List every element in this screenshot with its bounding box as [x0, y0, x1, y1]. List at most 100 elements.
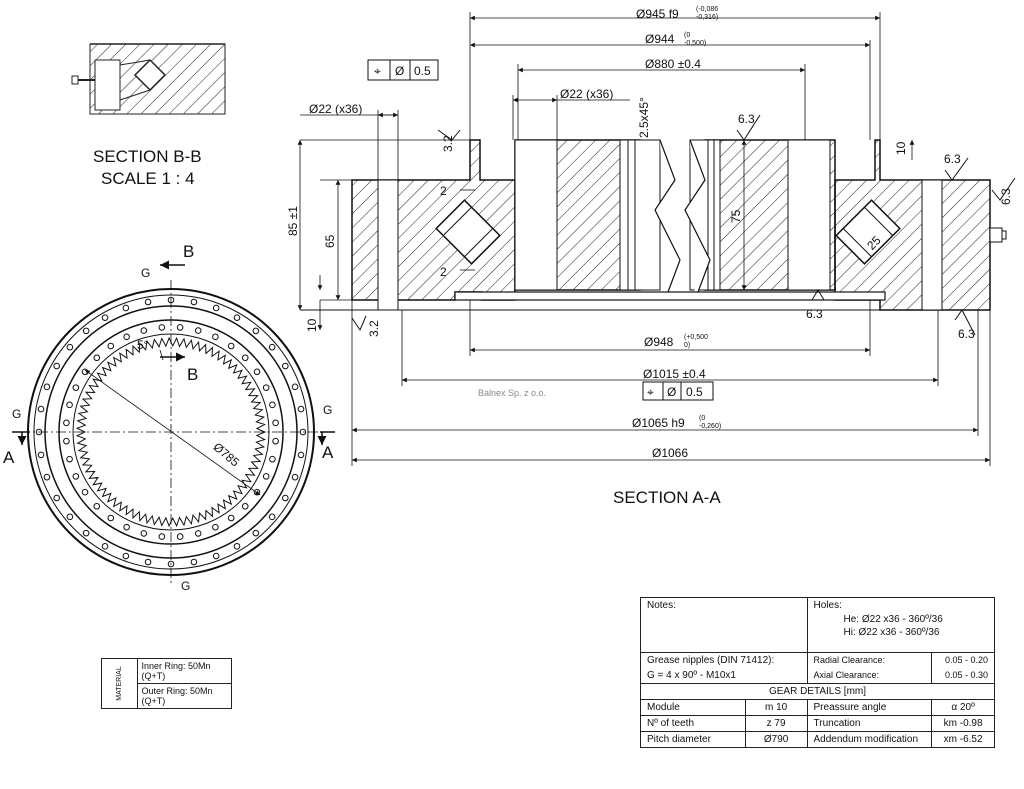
outer-hole: [252, 529, 260, 537]
outer-hole: [53, 362, 60, 370]
inner-hole: [107, 342, 115, 350]
gear-value-2: xm -6.52: [931, 731, 995, 748]
outer-hole: [291, 383, 299, 391]
dimension-lines: [297, 12, 991, 466]
outer-hole: [268, 513, 276, 521]
tol-bottom-value: 0.5: [686, 385, 703, 399]
dim-d1066: Ø1066: [652, 446, 688, 460]
outer-hole: [297, 405, 305, 413]
label-a-right: A: [322, 443, 334, 462]
gear-key-2: Truncation: [806, 715, 933, 732]
gear-value-1: m 10: [744, 699, 808, 716]
gear-teeth: [75, 336, 267, 528]
dim-d1065: Ø1065 h9: [632, 416, 685, 430]
outer-hole: [144, 558, 152, 566]
grease-label: Grease nipples (DIN 71412):: [640, 652, 808, 668]
inner-hole: [81, 488, 89, 496]
section-aa-title: SECTION A-A: [613, 488, 721, 507]
dim-d880: Ø880 ±0.4: [645, 57, 701, 71]
label-g-bottom: G: [181, 579, 190, 593]
gear-row: Module m 10 Preassure angle α 20º: [640, 699, 995, 716]
label-angle: 5°: [137, 338, 149, 352]
dim-v10-top: 10: [894, 141, 908, 155]
tol-top-symbol: ⌖: [374, 64, 381, 78]
outer-hole: [66, 343, 74, 351]
outer-hole: [299, 428, 307, 436]
section-bb-scale: SCALE 1 : 4: [101, 169, 195, 188]
dim-h65: 65: [323, 234, 337, 248]
dim-d944-tol-dn: -0,500): [684, 40, 706, 47]
inner-hole: [212, 333, 219, 341]
notes-label: Notes:: [640, 597, 808, 653]
inner-hole: [107, 514, 115, 522]
roughness-63-e: 6.3: [958, 327, 975, 341]
inner-hole: [93, 502, 101, 510]
gear-row: Nº of teeth z 79 Truncation km -0.98: [640, 715, 995, 732]
inner-hole: [140, 327, 148, 334]
material-table: MATERIAL Inner Ring: 50Mn (Q+T) Outer Ri…: [101, 658, 232, 709]
material-outer: Outer Ring: 50Mn (Q+T): [136, 683, 232, 709]
inner-hole: [66, 455, 73, 463]
radial-value: 0.05 - 0.20: [931, 652, 995, 668]
gear-key-1: Pitch diameter: [640, 731, 746, 748]
outer-hole: [82, 529, 90, 537]
label-g-right: G: [323, 403, 332, 417]
roughness-32-a: 3.2: [441, 135, 455, 152]
inner-hole: [63, 437, 70, 445]
dim-v2-b: 2: [440, 265, 447, 279]
inner-hole: [262, 384, 270, 391]
outer-hole: [212, 304, 220, 312]
dim-h85: 85 ±1: [286, 206, 300, 236]
axial-label: Axial Clearance:: [806, 668, 933, 684]
dim-d1065-tol-dn: -0,260): [699, 423, 721, 430]
label-b-mid: B: [187, 365, 198, 384]
outer-hole: [101, 543, 109, 550]
grease-value: G = 4 x 90º - M10x1: [640, 668, 808, 684]
dim-d944-tol-up: (0: [684, 32, 690, 39]
label-g-top: G: [141, 266, 150, 280]
gear-header: GEAR DETAILS [mm]: [640, 683, 995, 700]
inner-hole: [272, 419, 279, 427]
outer-hole: [297, 451, 305, 459]
outer-hole: [282, 494, 289, 502]
outer-hole: [101, 314, 109, 321]
roughness-63-b: 6.3: [944, 152, 961, 166]
gear-row: Pitch diameter Ø790 Addendum modificatio…: [640, 731, 995, 748]
roughness-63-c: 6.3: [999, 188, 1013, 205]
holes-cell: Holes: He: Ø22 x36 - 360º/36 Hi: Ø22 x36…: [806, 597, 996, 653]
holes-hi: Hi: Ø22 x36 - 360º/36: [843, 627, 940, 638]
gear-value-1: Ø790: [744, 731, 808, 748]
inner-hole: [227, 514, 235, 522]
inner-hole: [227, 342, 235, 350]
dim-d948-tol-dn: 0): [684, 342, 690, 349]
outer-bolt-holes: [35, 296, 307, 568]
gear-key-2: Preassure angle: [806, 699, 933, 716]
dim-hole-left: Ø22 (x36): [309, 102, 362, 116]
tol-bottom-symbol: ⌖: [647, 385, 654, 399]
roughness-63-a: 6.3: [738, 112, 755, 126]
inner-hole: [140, 530, 148, 537]
inner-hole: [194, 327, 202, 334]
outer-hole: [37, 405, 45, 413]
dim-h75: 75: [729, 209, 743, 223]
dim-d945-tol-up: (-0,086: [696, 6, 718, 13]
outer-hole: [190, 298, 198, 306]
inner-hole: [241, 502, 249, 510]
notes-table: Notes: Holes: He: Ø22 x36 - 360º/36 Hi: …: [640, 597, 996, 748]
tol-top-diameter: Ø: [395, 64, 404, 78]
plan-view: [12, 260, 335, 585]
tol-bottom-diameter: Ø: [667, 385, 676, 399]
inner-hole: [123, 333, 130, 341]
gear-key-1: Nº of teeth: [640, 715, 746, 732]
material-inner: Inner Ring: 50Mn (Q+T): [136, 658, 232, 684]
inner-hole: [66, 401, 73, 409]
gear-value-2: km -0.98: [931, 715, 995, 732]
inner-hole: [158, 533, 166, 540]
outer-hole: [66, 513, 74, 521]
inner-hole: [123, 523, 130, 531]
inner-hole: [272, 437, 279, 445]
inner-hole: [253, 368, 261, 376]
inner-hole: [176, 533, 184, 540]
inner-hole: [194, 530, 202, 537]
outer-hole: [190, 558, 198, 566]
